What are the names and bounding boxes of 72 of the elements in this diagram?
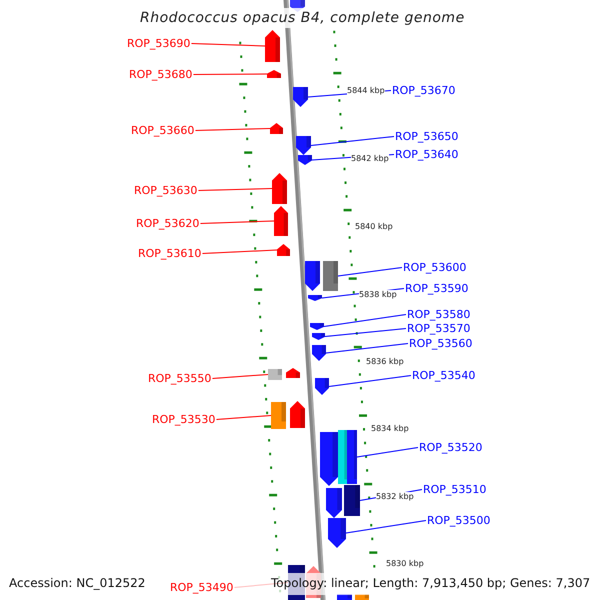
leader-line	[192, 74, 268, 75]
gene-label: ROP_53660	[131, 124, 194, 137]
scale-label: 5840 kbp	[355, 222, 393, 232]
leader-line	[190, 43, 266, 46]
gene-block	[293, 87, 308, 107]
gene-block	[326, 488, 342, 518]
gene-block	[312, 345, 326, 361]
gene-block	[338, 430, 347, 484]
gene-block	[290, 401, 305, 428]
gene-label: ROP_53620	[136, 217, 200, 230]
gene-block	[274, 206, 288, 236]
scale-label: 5832 kbp	[376, 492, 414, 502]
leader-line	[194, 128, 270, 131]
gene-label: ROP_53600	[403, 261, 466, 274]
gene-block	[265, 30, 280, 62]
gene-block	[308, 295, 322, 301]
scale-label: 5830 kbp	[386, 559, 424, 569]
gene-block	[320, 432, 338, 486]
gene-block	[328, 518, 346, 548]
scale-label: 5844 kbp	[347, 86, 385, 96]
gene-label: ROP_53580	[407, 308, 470, 321]
gene-block	[268, 369, 282, 380]
leader-line	[216, 415, 272, 420]
gene-block	[298, 155, 312, 165]
footer-text: Topology: linear; Length: 7,913,450 bp; Genes: 7,307	[271, 576, 590, 590]
scale-label: 5834 kbp	[371, 424, 409, 434]
gene-block	[305, 261, 320, 291]
leader-line	[328, 375, 412, 387]
gene-label: ROP_53670	[392, 84, 456, 97]
gene-label: ROP_53640	[395, 148, 458, 161]
gene-label: ROP_53630	[134, 184, 198, 197]
gene-label: ROP_53520	[419, 441, 482, 454]
gene-label: ROP_53650	[395, 130, 458, 143]
scale-label: 5842 kbp	[351, 154, 389, 164]
gene-label: ROP_53500	[427, 514, 490, 527]
leader-line	[212, 374, 268, 379]
scale-label: 5836 kbp	[366, 357, 404, 367]
gene-block	[272, 173, 287, 204]
gene-block	[271, 402, 286, 429]
gene-label: ROP_53490	[170, 581, 234, 594]
leader-line	[310, 136, 394, 146]
gene-block	[270, 123, 283, 134]
gene-label: ROP_53540	[412, 369, 476, 382]
leader-line	[326, 343, 408, 354]
gene-block	[323, 261, 338, 291]
gene-label: ROP_53590	[405, 282, 468, 295]
gene-block	[315, 378, 329, 395]
leader-line	[346, 520, 426, 534]
footer-text: Accession: NC_012522	[9, 576, 146, 590]
gene-label: ROP_53610	[138, 247, 202, 260]
gene-block	[286, 368, 300, 378]
gene-block	[277, 244, 290, 256]
gene-label: ROP_53680	[129, 68, 192, 81]
leader-line	[324, 314, 406, 327]
leader-line	[198, 188, 272, 191]
leader-line	[338, 267, 402, 276]
leader-line	[356, 447, 418, 458]
gene-block	[344, 485, 360, 516]
gene-label: ROP_53550	[148, 372, 212, 385]
leader-line	[324, 328, 406, 337]
gene-block	[310, 323, 324, 330]
gene-label: ROP_53560	[409, 337, 472, 350]
gene-label: ROP_53510	[423, 483, 486, 496]
gene-block	[267, 70, 281, 78]
leader-line	[202, 250, 278, 254]
gene-block	[312, 333, 325, 340]
scale-label: 5838 kbp	[359, 290, 397, 300]
gene-block	[347, 430, 357, 484]
gene-label: ROP_53530	[152, 413, 216, 426]
gene-label: ROP_53570	[407, 322, 470, 335]
leader-line	[200, 220, 274, 224]
gene-label: ROP_53690	[127, 37, 190, 50]
